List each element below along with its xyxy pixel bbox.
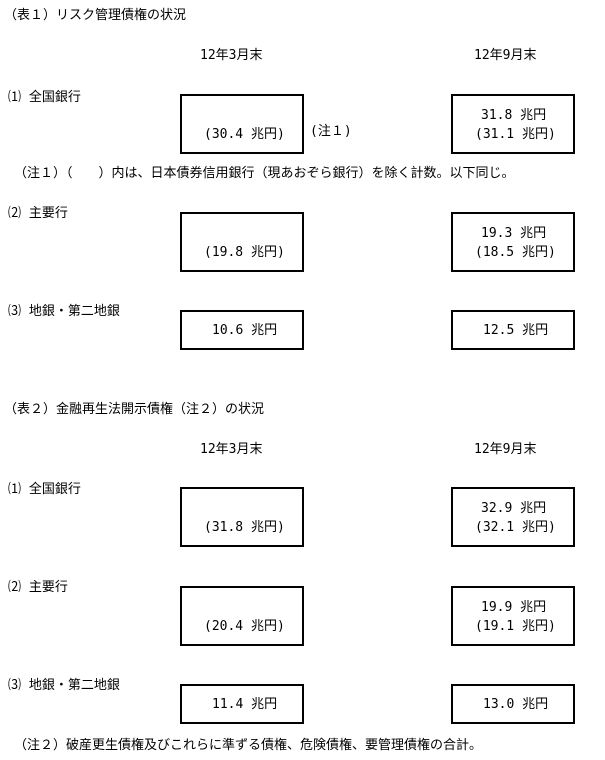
table1-row-major-banks-label: ⑵ 主要行 (8, 206, 68, 221)
table2-all-banks-sep-box: 32.9 兆円 (32.1 兆円) (451, 487, 575, 547)
table1-title: （表１）リスク管理債権の状況 (4, 8, 187, 23)
table1-major-banks-mar-paren: (19.8 兆円) (204, 245, 285, 260)
table2-col-march: 12年3月末 (200, 442, 263, 457)
table2-title: （表２）金融再生法開示債権（注２）の状況 (4, 402, 265, 417)
table2-footnote: （注２）破産更生債権及びこれらに準ずる債権、危険債権、要管理債権の合計。 (14, 738, 483, 753)
table2-all-banks-sep-paren: (32.1 兆円) (475, 520, 556, 535)
table1-regional-banks-mar-value: 10.6 兆円 (212, 323, 278, 338)
table2-regional-banks-mar-value: 11.4 兆円 (212, 697, 278, 712)
table1-footnote: （注１）（ ）内は、日本債券信用銀行（現あおぞら銀行）を除く計数。以下同じ。 (14, 166, 515, 181)
table2-all-banks-mar-box: (31.8 兆円) (180, 487, 304, 547)
table1-all-banks-mar-paren: (30.4 兆円) (204, 127, 285, 142)
table1-major-banks-sep-box: 19.3 兆円 (18.5 兆円) (451, 212, 575, 272)
table1-major-banks-sep-paren: (18.5 兆円) (475, 245, 556, 260)
table2-major-banks-sep-box: 19.9 兆円 (19.1 兆円) (451, 586, 575, 646)
table1-col-september: 12年9月末 (474, 48, 537, 63)
table1-all-banks-sep-box: 31.8 兆円 (31.1 兆円) (451, 94, 575, 154)
table2-regional-banks-sep-box: 13.0 兆円 (451, 684, 575, 724)
table1-major-banks-mar-box: (19.8 兆円) (180, 212, 304, 272)
table2-major-banks-mar-paren: (20.4 兆円) (204, 619, 285, 634)
table1-row-all-banks-label: ⑴ 全国銀行 (8, 90, 81, 105)
table1-regional-banks-sep-box: 12.5 兆円 (451, 310, 575, 350)
table2-col-september: 12年9月末 (474, 442, 537, 457)
table1-note1-marker: (注１) (310, 124, 352, 139)
table2-all-banks-mar-paren: (31.8 兆円) (204, 520, 285, 535)
table1-regional-banks-mar-box: 10.6 兆円 (180, 310, 304, 350)
table2-row-major-banks-label: ⑵ 主要行 (8, 580, 68, 595)
table2-all-banks-sep-value: 32.9 兆円 (481, 501, 547, 516)
table2-regional-banks-mar-box: 11.4 兆円 (180, 684, 304, 724)
table1-all-banks-mar-box: (30.4 兆円) (180, 94, 304, 154)
table1-major-banks-sep-value: 19.3 兆円 (481, 226, 547, 241)
table2-row-regional-banks-label: ⑶ 地銀・第二地銀 (8, 678, 120, 693)
table1-all-banks-sep-paren: (31.1 兆円) (475, 127, 556, 142)
table1-col-march: 12年3月末 (200, 48, 263, 63)
table2-major-banks-mar-box: (20.4 兆円) (180, 586, 304, 646)
table1-all-banks-sep-value: 31.8 兆円 (481, 108, 547, 123)
table2-major-banks-sep-value: 19.9 兆円 (481, 600, 547, 615)
table1-regional-banks-sep-value: 12.5 兆円 (483, 323, 549, 338)
table1-row-regional-banks-label: ⑶ 地銀・第二地銀 (8, 304, 120, 319)
table2-row-all-banks-label: ⑴ 全国銀行 (8, 482, 81, 497)
table2-regional-banks-sep-value: 13.0 兆円 (483, 697, 549, 712)
table2-major-banks-sep-paren: (19.1 兆円) (475, 619, 556, 634)
